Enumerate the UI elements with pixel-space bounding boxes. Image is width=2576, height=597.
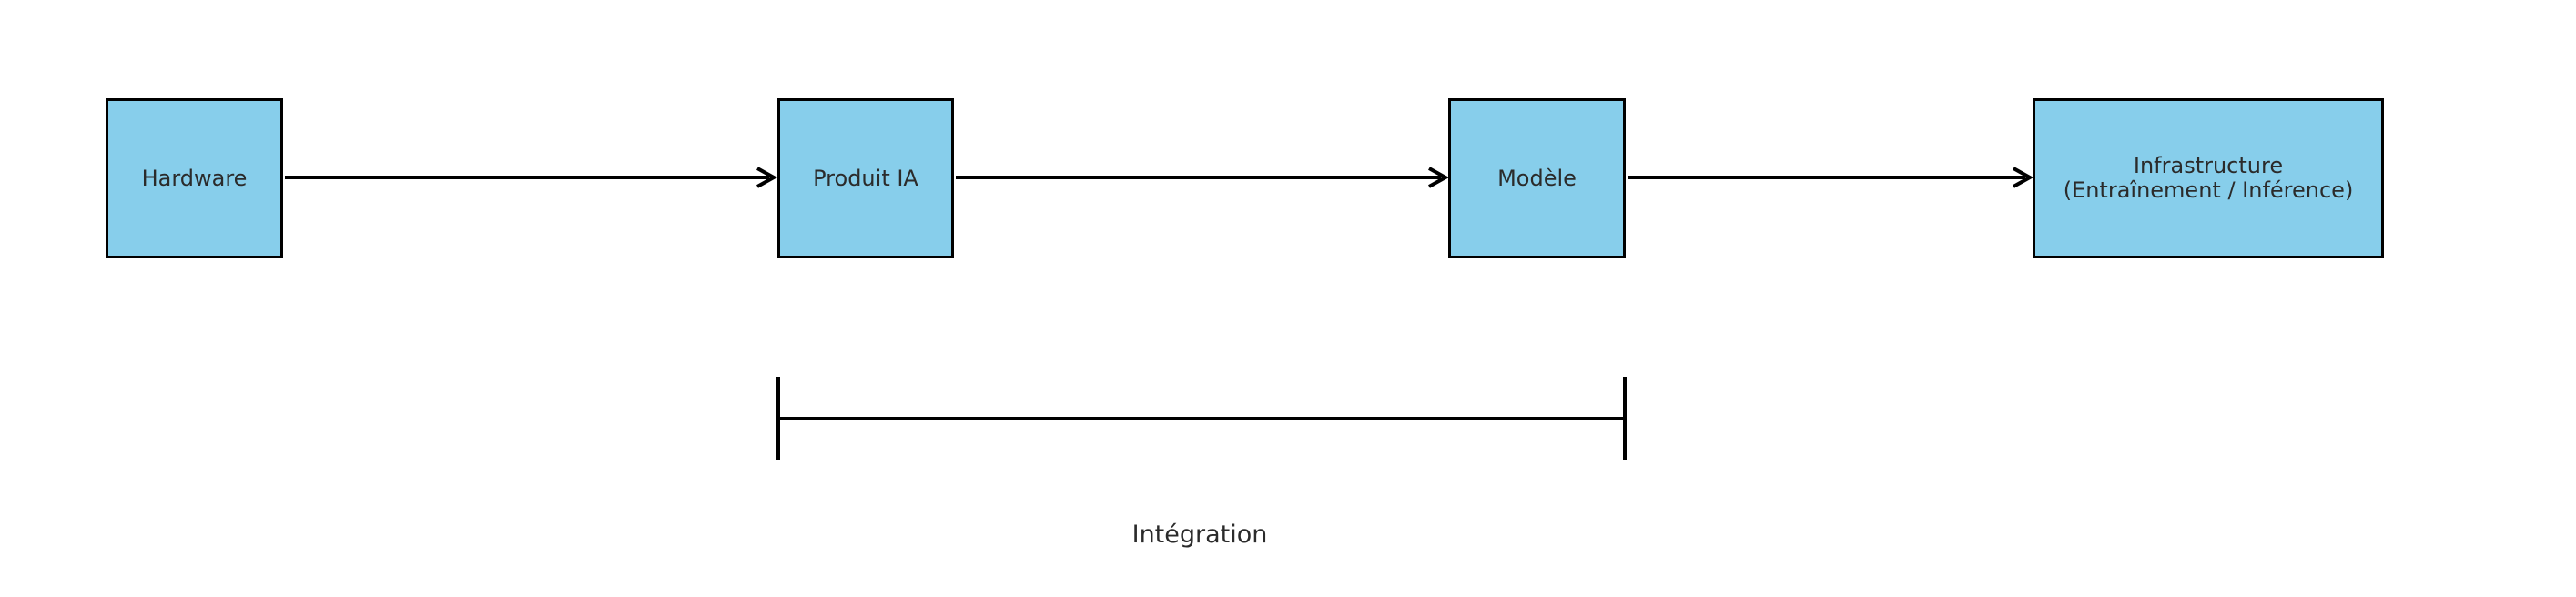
node-infrastructure: Infrastructure (Entraînement / Inférence…: [2033, 98, 2384, 258]
arrowhead-icon: [1428, 167, 1450, 188]
bracket-label: Intégration: [1131, 521, 1268, 549]
node-hardware: Hardware: [106, 98, 283, 258]
node-produit-ia-label: Produit IA: [813, 165, 918, 191]
arrowhead-icon: [2013, 167, 2034, 188]
integration-bracket: [776, 377, 1627, 460]
node-produit-ia: Produit IA: [777, 98, 954, 258]
node-infrastructure-label: Infrastructure (Entraînement / Inférence…: [2063, 153, 2354, 203]
arrowhead-icon: [756, 167, 778, 188]
node-modele: Modèle: [1448, 98, 1626, 258]
node-modele-label: Modèle: [1497, 165, 1577, 191]
node-hardware-label: Hardware: [141, 165, 248, 191]
